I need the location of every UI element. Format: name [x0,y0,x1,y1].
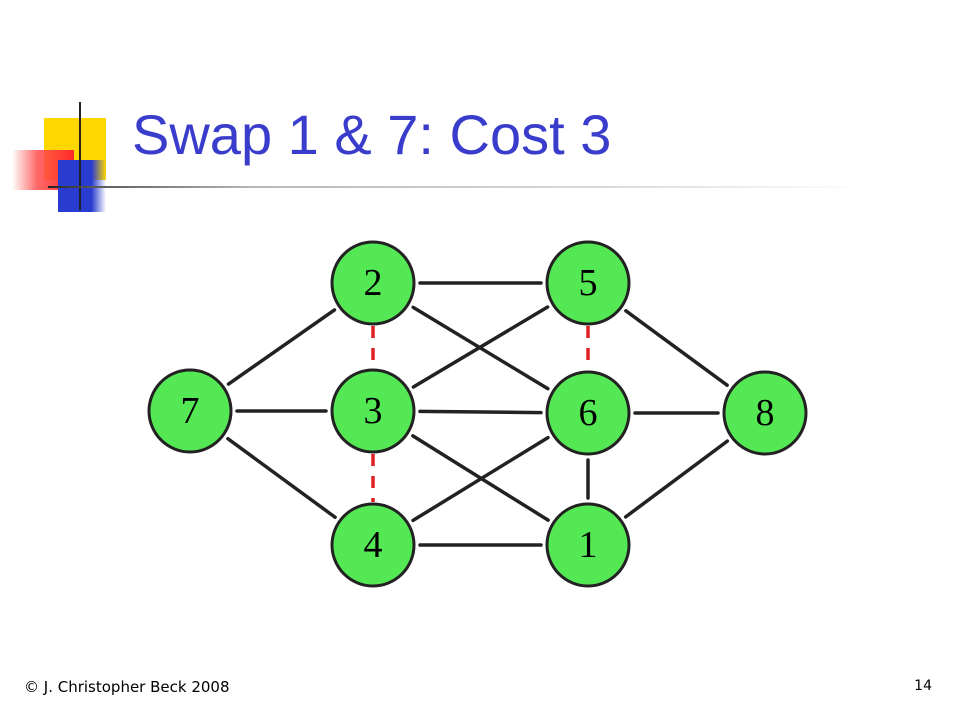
node-circle [545,502,631,588]
node-circle [545,240,631,326]
footer-copyright: © J. Christopher Beck 2008 [24,678,230,696]
node-circle [330,240,416,326]
edge-7-2 [226,308,337,386]
node-label: 3 [364,390,383,432]
edges-layer [226,281,730,547]
node-label: 4 [364,524,383,566]
node-3: 3 [330,368,416,454]
node-5: 5 [545,240,631,326]
nodes-layer: 2 5 7 3 6 8 4 1 [147,240,808,588]
node-label: 1 [579,524,598,566]
node-8: 8 [722,370,808,456]
node-circle [545,370,631,456]
node-label: 6 [579,392,598,434]
node-label: 8 [756,392,775,434]
node-label: 2 [364,262,383,304]
node-2: 2 [330,240,416,326]
edge-4-6 [411,435,550,523]
dashed-edges-layer [371,326,590,502]
node-circle [722,370,808,456]
node-circle [147,368,233,454]
node-1: 1 [545,502,631,588]
page-number: 14 [914,678,932,694]
node-7: 7 [147,368,233,454]
node-label: 7 [181,390,200,432]
edge-7-4 [226,437,337,519]
node-label: 5 [579,262,598,304]
decor-vertical-line [79,102,81,210]
node-circle [330,368,416,454]
node-6: 6 [545,370,631,456]
node-4: 4 [330,502,416,588]
title-underline [48,186,868,188]
slide-title: Swap 1 & 7: Cost 3 [132,103,612,166]
edge-1-8 [623,439,730,519]
node-circle [330,502,416,588]
edge-5-8 [624,309,729,387]
edge-3-5 [411,305,550,389]
edge-3-6 [418,409,543,415]
